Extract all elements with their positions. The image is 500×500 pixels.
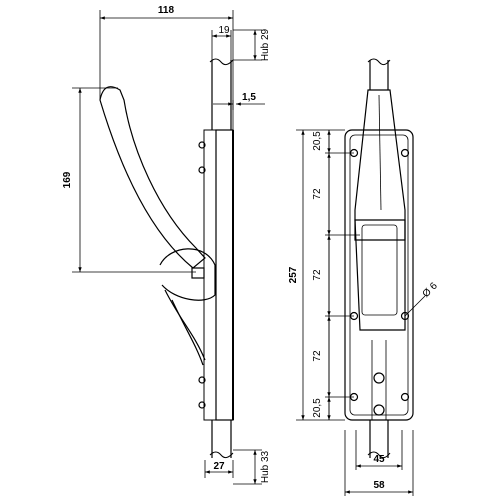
handle-slot bbox=[361, 224, 398, 316]
dim-seg-top: 20,5 bbox=[312, 131, 323, 151]
dim-bottom-width: 27 bbox=[213, 461, 225, 472]
handle-lower bbox=[354, 219, 406, 331]
side-view bbox=[99, 58, 234, 459]
dim-top-width: 19 bbox=[218, 25, 230, 36]
dim-seg-bottom: 20,5 bbox=[312, 398, 323, 418]
handle-center bbox=[378, 94, 382, 211]
dim-inner-width: 45 bbox=[373, 454, 385, 465]
front-rod-top bbox=[367, 58, 391, 90]
dim-plate-offset: 1,5 bbox=[242, 92, 256, 103]
front-view bbox=[344, 58, 414, 459]
lever-hub bbox=[159, 248, 216, 366]
dim-stroke-top: Hub 29 bbox=[260, 28, 271, 61]
dim-lever-height: 169 bbox=[62, 171, 73, 188]
front-rod-bottom bbox=[367, 420, 391, 459]
rod-top bbox=[209, 58, 234, 130]
dim-seg-1: 72 bbox=[312, 188, 323, 200]
backplate bbox=[344, 129, 414, 421]
mounting-holes bbox=[349, 148, 410, 416]
dim-seg-3: 72 bbox=[312, 350, 323, 362]
front-view-dimensions bbox=[296, 129, 426, 496]
dim-stroke-bottom: Hub 33 bbox=[260, 450, 271, 483]
dim-plate-width: 58 bbox=[373, 480, 385, 491]
side-view-dimensions bbox=[72, 10, 265, 485]
dim-total-height: 257 bbox=[288, 266, 299, 283]
dim-width-overall: 118 bbox=[158, 5, 175, 16]
rod-bottom bbox=[209, 420, 234, 459]
dim-seg-2: 72 bbox=[312, 269, 323, 281]
lever-arm bbox=[99, 86, 206, 269]
